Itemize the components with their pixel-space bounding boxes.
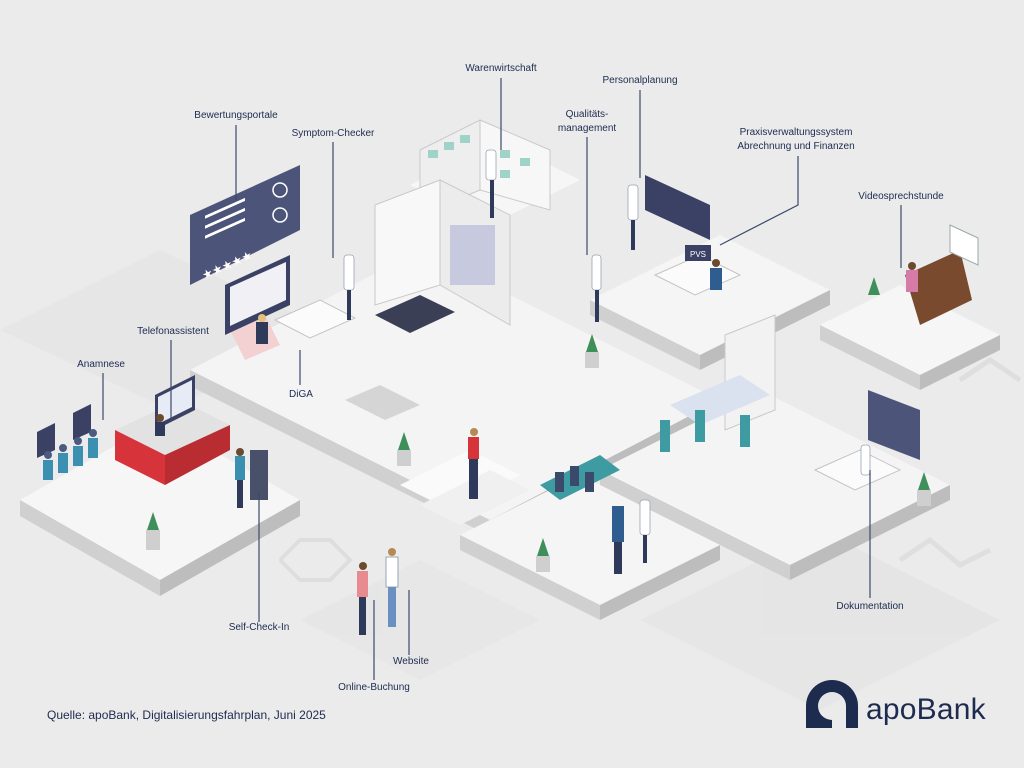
logo-icon	[805, 679, 859, 728]
label-personalplanung: Personalplanung	[602, 75, 677, 86]
label-anamnese: Anamnese	[77, 359, 125, 370]
label-telefonassistent: Telefonassistent	[137, 326, 209, 337]
review-panel	[190, 165, 300, 285]
brand-name: apoBank	[866, 693, 986, 726]
label-dokumentation: Dokumentation	[836, 601, 903, 612]
label-website: Website	[393, 656, 429, 667]
heart-icon	[345, 385, 420, 420]
labels: Warenwirtschaft Personalplanung Bewertun…	[77, 63, 944, 693]
label-diga: DiGA	[289, 389, 313, 400]
label-bewertungsportale: Bewertungsportale	[194, 110, 278, 121]
label-qualitaet-line1: Qualitäts-	[566, 109, 609, 120]
label-online-buchung: Online-Buchung	[338, 682, 410, 693]
pvs-sign: PVS	[690, 250, 706, 259]
label-symptom-checker: Symptom-Checker	[292, 128, 375, 139]
smiley-icon	[272, 182, 288, 198]
source-note: Quelle: apoBank, Digitalisierungsfahrpla…	[47, 708, 326, 722]
label-videosprechstunde: Videosprechstunde	[858, 191, 944, 202]
leader-lines	[102, 78, 902, 680]
plant-icon	[146, 277, 931, 572]
label-pvs-line1: Praxisverwaltungssystem	[740, 127, 853, 138]
label-self-check-in: Self-Check-In	[229, 622, 290, 633]
label-qualitaet-line2: management	[558, 123, 617, 134]
label-warenwirtschaft: Warenwirtschaft	[465, 63, 537, 74]
furniture	[115, 119, 972, 500]
people	[43, 149, 918, 635]
label-pvs-line2: Abrechnung und Finanzen	[737, 141, 854, 152]
